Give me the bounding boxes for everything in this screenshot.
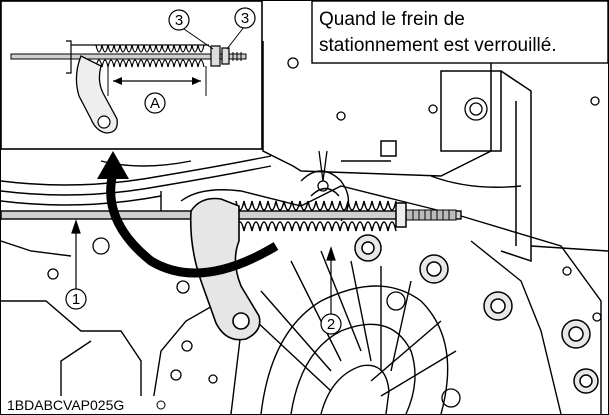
housing-holes xyxy=(47,28,602,408)
gearbox-bolts xyxy=(354,234,599,394)
svg-text:1: 1 xyxy=(72,291,80,308)
dimension-a-label: A xyxy=(144,92,166,114)
caption-line-2: stationnement est verrouillé. xyxy=(319,35,557,56)
cotter-pin xyxy=(317,150,329,192)
callout-1-leader xyxy=(71,219,81,289)
main-spring xyxy=(235,200,407,232)
machine-housing xyxy=(262,41,608,263)
wire-harness xyxy=(1,155,522,211)
detail-inset xyxy=(1,1,263,150)
gearbox-casting xyxy=(150,170,602,414)
figure-code: 1BDABCVAP025G xyxy=(5,396,167,414)
svg-text:3: 3 xyxy=(241,10,249,27)
callout-2-leader xyxy=(326,246,336,314)
left-frame xyxy=(1,240,142,414)
svg-text:A: A xyxy=(150,95,160,112)
callout-3-left: 3 xyxy=(168,9,190,31)
callout-1: 1 xyxy=(65,288,87,310)
svg-text:1BDABCVAP025G: 1BDABCVAP025G xyxy=(7,397,124,413)
callout-2: 2 xyxy=(320,313,342,335)
callout-curved-arrow xyxy=(97,151,279,278)
svg-text:3: 3 xyxy=(175,12,183,29)
caption-box: Quand le frein de stationnement est verr… xyxy=(311,1,608,64)
caption-line-1: Quand le frein de xyxy=(319,9,465,30)
svg-text:2: 2 xyxy=(327,316,335,333)
callout-3-right: 3 xyxy=(234,7,256,29)
